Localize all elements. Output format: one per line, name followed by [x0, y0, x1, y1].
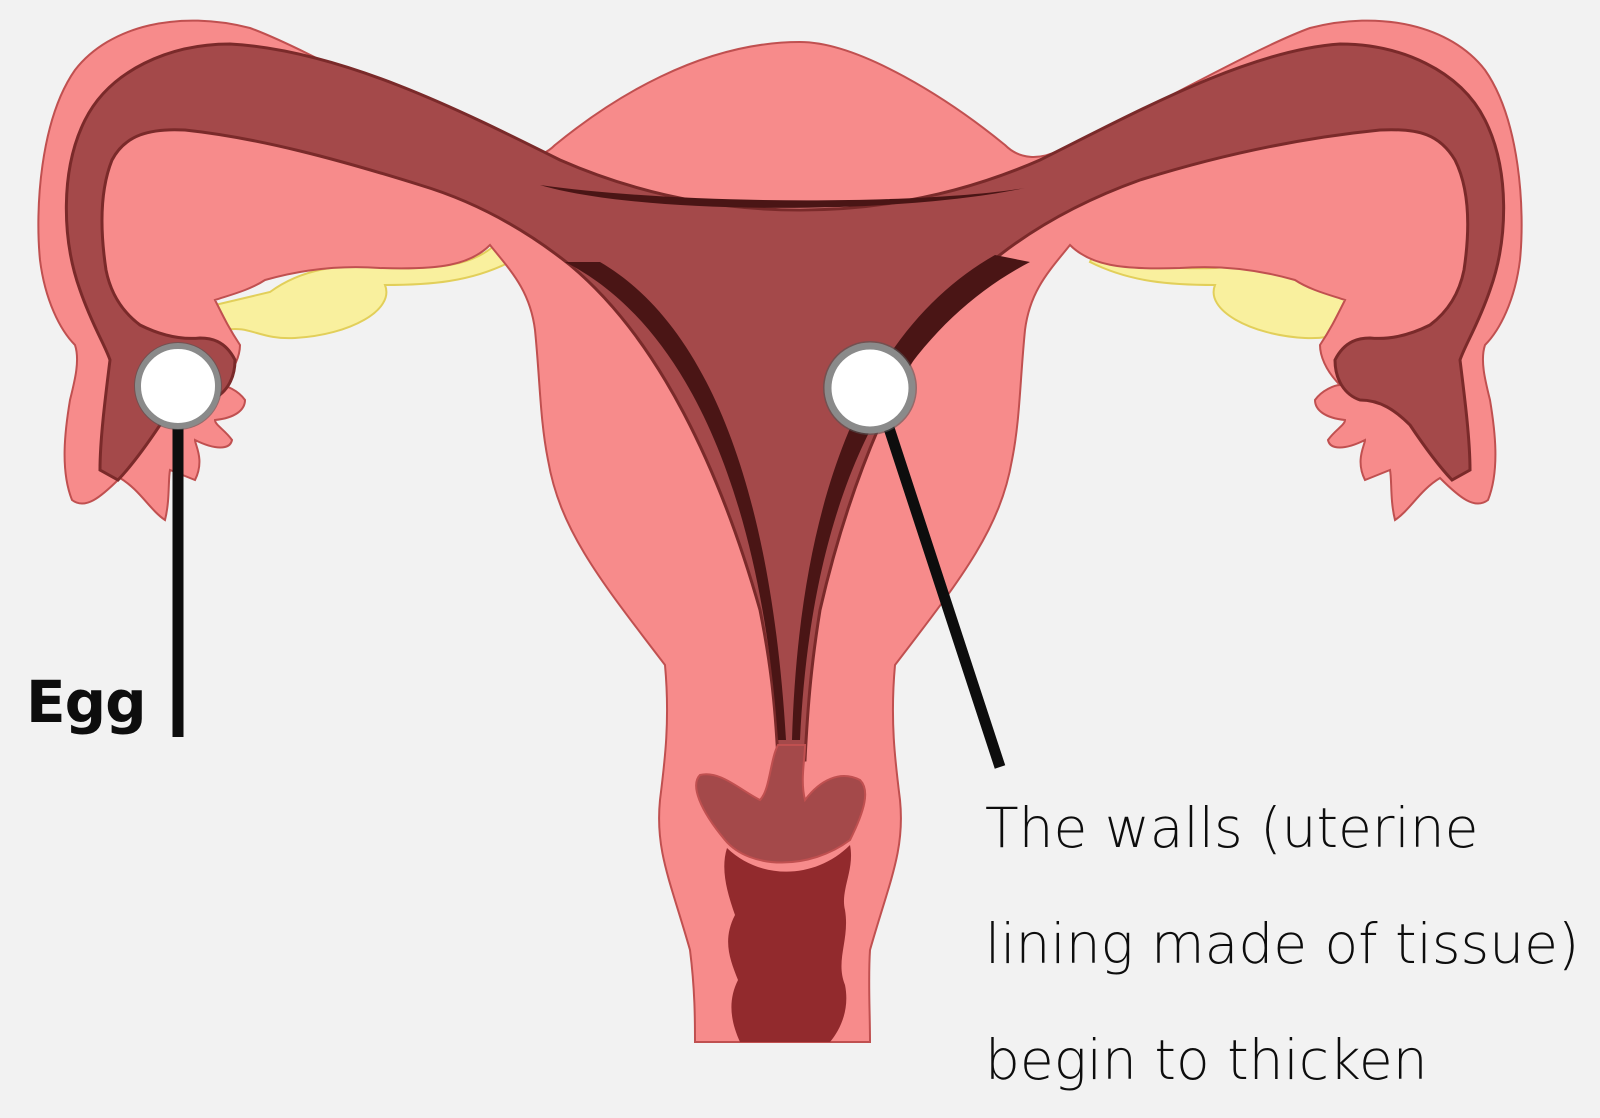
walls-label-line-1: The walls (uterine	[985, 770, 1595, 886]
egg-uterus-marker	[823, 341, 917, 435]
walls-label-line-3: begin to thicken	[985, 1002, 1595, 1118]
walls-label-line-2: lining made of tissue)	[985, 886, 1595, 1002]
egg-left-marker	[134, 342, 222, 430]
vagina	[724, 845, 851, 1042]
egg-label: Egg	[26, 668, 146, 736]
uterine-walls-label: The walls (uterine lining made of tissue…	[985, 770, 1595, 1118]
